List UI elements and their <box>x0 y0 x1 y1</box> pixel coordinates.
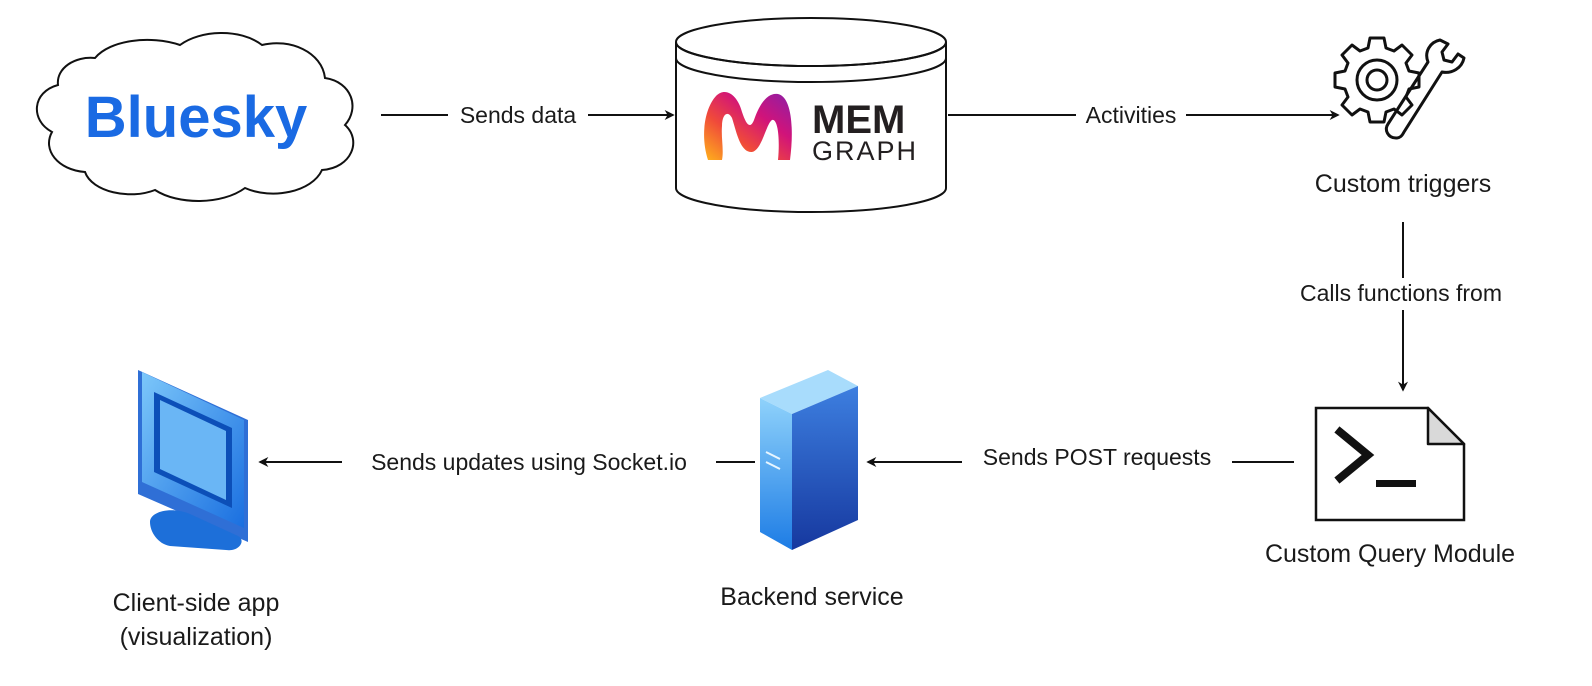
client-app-label-line2: (visualization) <box>120 623 273 651</box>
edge-bluesky-memgraph: Sends data <box>381 102 675 128</box>
edge-label-sends-post: Sends POST requests <box>983 444 1211 470</box>
bluesky-logo-text: Bluesky <box>85 85 307 150</box>
edge-triggers-module: Calls functions from <box>1300 222 1502 392</box>
edge-memgraph-triggers: Activities <box>948 102 1340 128</box>
custom-query-module-node: Custom Query Module <box>1265 406 1515 568</box>
edge-label-calls-functions: Calls functions from <box>1300 280 1502 306</box>
edge-label-sends-updates: Sends updates using Socket.io <box>371 449 687 475</box>
memgraph-logo-mem: MEM <box>812 98 905 142</box>
server-tower-icon <box>760 370 858 550</box>
memgraph-logo-icon <box>704 91 792 160</box>
database-cylinder-icon <box>675 42 947 213</box>
backend-service-label: Backend service <box>720 583 903 611</box>
edge-backend-client: Sends updates using Socket.io <box>258 449 755 475</box>
custom-query-module-label: Custom Query Module <box>1265 540 1515 568</box>
custom-triggers-node: Custom triggers <box>1315 36 1491 198</box>
client-app-label-line1: Client-side app <box>113 589 280 617</box>
edge-label-sends-data: Sends data <box>460 102 577 128</box>
monitor-icon <box>138 370 248 551</box>
backend-service-node: Backend service <box>720 370 904 611</box>
custom-triggers-label: Custom triggers <box>1315 170 1491 198</box>
edge-label-activities: Activities <box>1086 102 1177 128</box>
bluesky-node: Bluesky <box>35 32 355 202</box>
edge-module-backend: Sends POST requests <box>866 444 1294 470</box>
memgraph-node: MEM GRAPH <box>675 17 947 213</box>
cloud-shape-icon <box>35 32 355 202</box>
memgraph-logo-graph: GRAPH <box>812 136 918 166</box>
gear-wrench-icon <box>1333 36 1466 140</box>
client-app-node: Client-side app (visualization) <box>113 370 280 651</box>
